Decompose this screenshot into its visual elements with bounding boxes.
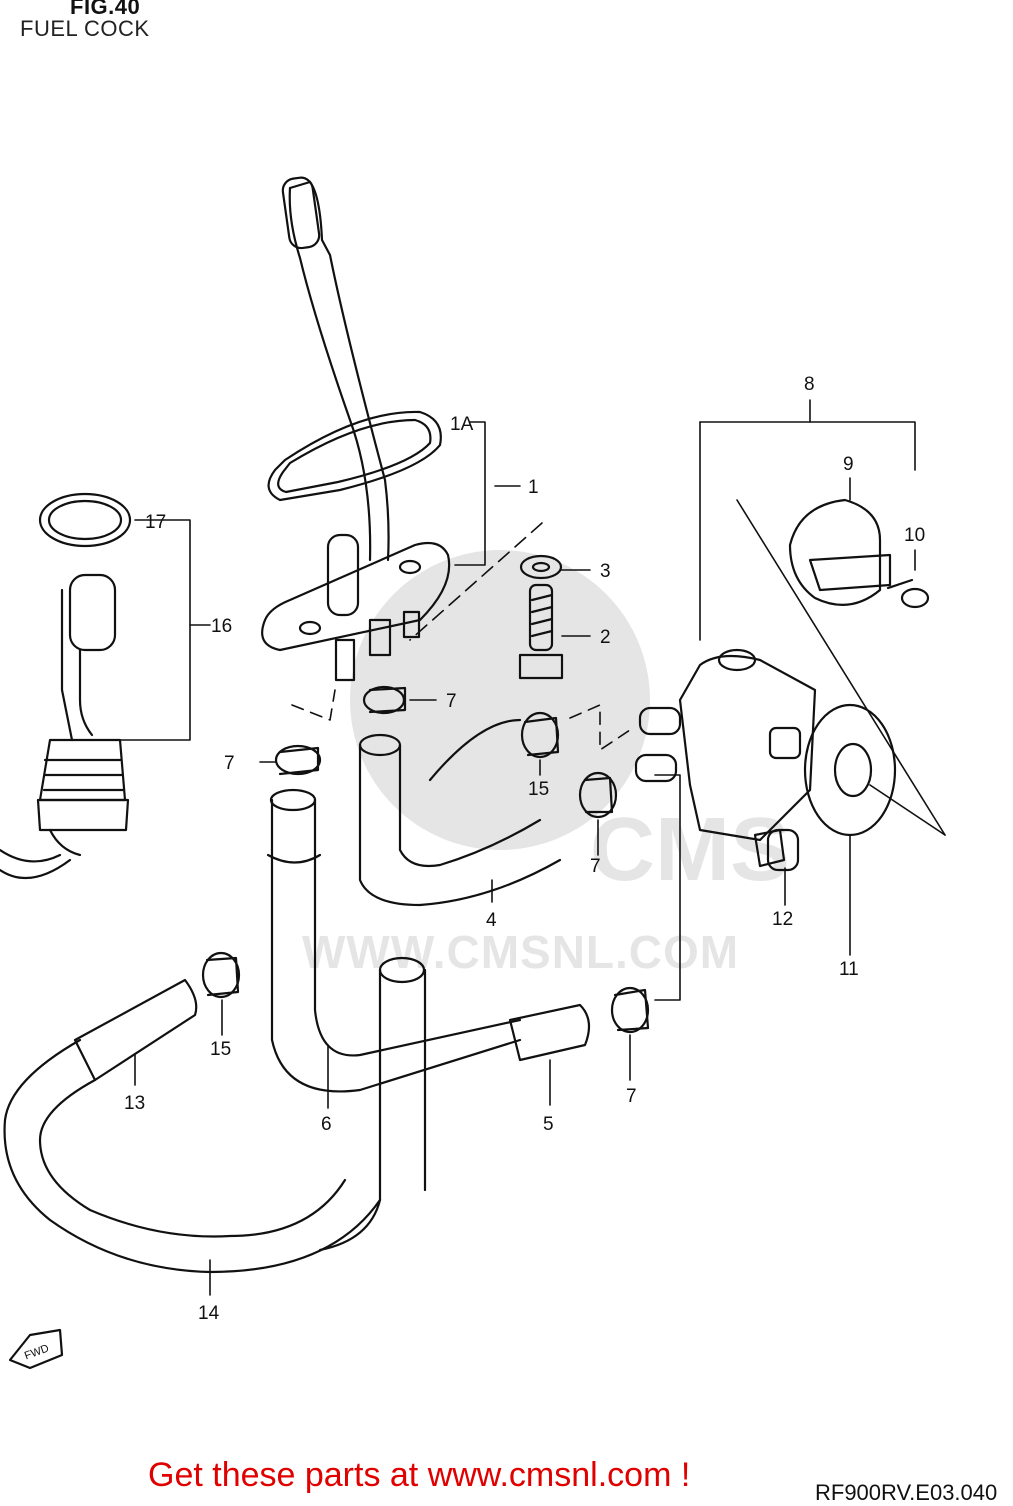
hose-clip-15a xyxy=(520,711,560,759)
fuel-cock-flange xyxy=(261,533,451,682)
label-14: 14 xyxy=(198,1303,220,1324)
label-15a: 15 xyxy=(528,779,549,800)
washer-3 xyxy=(519,554,563,580)
label-9: 9 xyxy=(843,454,854,475)
o-ring-1a xyxy=(267,410,442,502)
fuel-gauge-sender-16 xyxy=(0,573,130,880)
label-1a: 1A xyxy=(450,414,474,435)
label-13: 13 xyxy=(124,1093,145,1114)
label-10: 10 xyxy=(904,525,925,546)
valve-lever-cap-9 xyxy=(788,498,892,606)
label-6: 6 xyxy=(321,1114,332,1135)
label-8: 8 xyxy=(804,374,815,395)
watermark-logo xyxy=(350,550,650,850)
label-12: 12 xyxy=(772,909,793,930)
watermark-url: WWW.CMSNL.COM xyxy=(302,926,740,978)
screw-10 xyxy=(886,578,930,609)
fuel-hose-13 xyxy=(73,978,198,1082)
label-7a: 7 xyxy=(446,691,457,712)
fwd-label: FWD xyxy=(23,1342,51,1362)
gasket-11 xyxy=(803,703,897,837)
label-15b: 15 xyxy=(210,1039,231,1060)
figure-title: FUEL COCK xyxy=(20,16,150,41)
hose-clip-15b xyxy=(201,951,241,999)
label-16: 16 xyxy=(211,616,232,637)
screw-12 xyxy=(753,828,800,872)
figure-number: FIG.40 xyxy=(70,0,141,19)
label-3: 3 xyxy=(600,561,611,582)
part-labels: 1A 1 2 3 4 5 6 7 7 7 7 8 9 10 11 12 13 1… xyxy=(23,374,925,1362)
label-2: 2 xyxy=(600,627,611,648)
o-ring-17 xyxy=(38,492,132,548)
hose-clip-7a xyxy=(362,685,407,715)
diagram-code: RF900RV.E03.040 xyxy=(815,1480,998,1505)
label-7d: 7 xyxy=(626,1086,637,1107)
label-5: 5 xyxy=(543,1114,554,1135)
leader-lines xyxy=(109,399,946,1296)
label-1: 1 xyxy=(528,477,539,498)
watermark-logo-text: CMS xyxy=(590,800,790,900)
fuel-pickup-tube xyxy=(281,176,390,562)
label-4: 4 xyxy=(486,910,497,931)
hose-clip-7d xyxy=(610,986,650,1034)
fuel-hose-5 xyxy=(318,956,591,1252)
hose-clip-7b xyxy=(274,744,322,776)
label-7c: 7 xyxy=(590,856,601,877)
label-11: 11 xyxy=(839,959,859,980)
fuel-valve-assembly-8 xyxy=(634,648,817,842)
bolt-2 xyxy=(518,583,564,680)
fuel-hose-14 xyxy=(3,1038,382,1274)
label-17: 17 xyxy=(145,512,166,533)
hose-clip-7c xyxy=(578,771,618,819)
label-7b: 7 xyxy=(224,753,235,774)
parts-link-banner[interactable]: Get these parts at www.cmsnl.com ! xyxy=(148,1456,691,1494)
fuel-hose-4 xyxy=(358,718,562,907)
fwd-arrow xyxy=(8,1328,64,1370)
